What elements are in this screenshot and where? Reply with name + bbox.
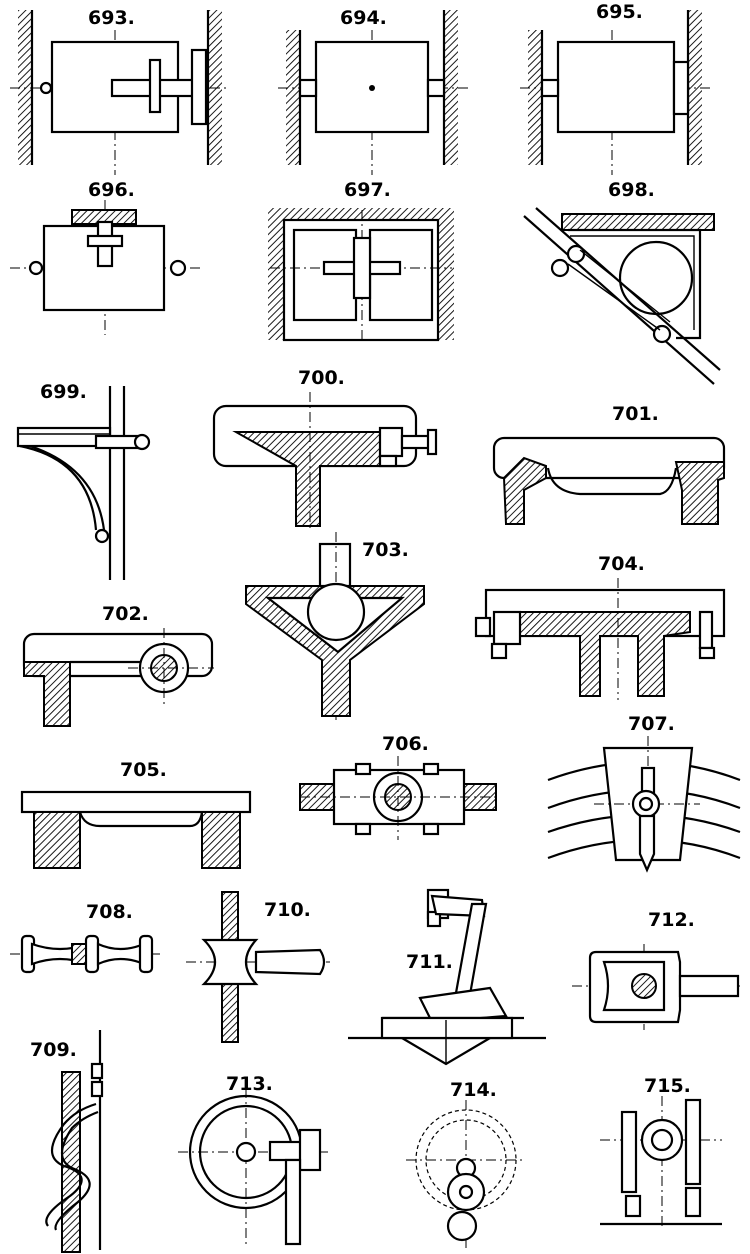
figure-695: 695.: [520, 1, 712, 175]
figure-712: 712.: [572, 909, 740, 1030]
figure-label: 696.: [88, 179, 135, 201]
figure-698: 698.: [523, 179, 721, 385]
figure-706: 706.: [299, 733, 497, 840]
figure-label: 697.: [344, 179, 391, 201]
figure-label: 699.: [40, 381, 87, 403]
figure-label: 705.: [120, 759, 167, 781]
figure-label: 710.: [264, 899, 311, 921]
figure-label: 701.: [612, 403, 659, 425]
figure-label: 706.: [382, 733, 429, 755]
figure-label: 703.: [362, 539, 409, 561]
figure-693: 693.: [10, 7, 230, 175]
figure-701: 701.: [492, 403, 726, 525]
figure-705: 705.: [20, 759, 252, 869]
figure-713: 713.: [178, 1073, 330, 1246]
figure-708: 708.: [10, 901, 160, 974]
figure-715: 714.: [406, 1079, 526, 1248]
figure-label: 695.: [596, 1, 643, 23]
figure-703: 703.: [245, 532, 425, 720]
figure-714: 715.: [600, 1075, 722, 1226]
figure-label: 708.: [86, 901, 133, 923]
figure-696: 696.: [10, 179, 200, 335]
figure-label: 715.: [644, 1075, 691, 1097]
figure-label: 709.: [30, 1039, 77, 1061]
figure-label: 713.: [226, 1073, 273, 1095]
figure-711: 711.: [348, 888, 546, 1066]
figure-label: 704.: [598, 553, 645, 575]
figure-704: 704.: [474, 553, 726, 700]
figure-709: 709.: [30, 1030, 104, 1253]
figure-label: 712.: [648, 909, 695, 931]
figure-label: 700.: [298, 367, 345, 389]
figure-700: 700.: [212, 367, 438, 530]
figure-694: 694.: [278, 7, 468, 175]
figure-label: 698.: [608, 179, 655, 201]
figure-710: 710.: [186, 891, 330, 1043]
figure-697: 697.: [268, 179, 454, 342]
figure-label: 693.: [88, 7, 135, 29]
figure-707: 707.: [547, 713, 741, 873]
figure-label: 707.: [628, 713, 675, 735]
figure-label: 694.: [340, 7, 387, 29]
figure-699: 699.: [16, 381, 151, 580]
figure-label: 711.: [406, 951, 453, 973]
figure-702: 702.: [22, 603, 214, 727]
figure-label: 702.: [102, 603, 149, 625]
figure-label: 714.: [450, 1079, 497, 1101]
